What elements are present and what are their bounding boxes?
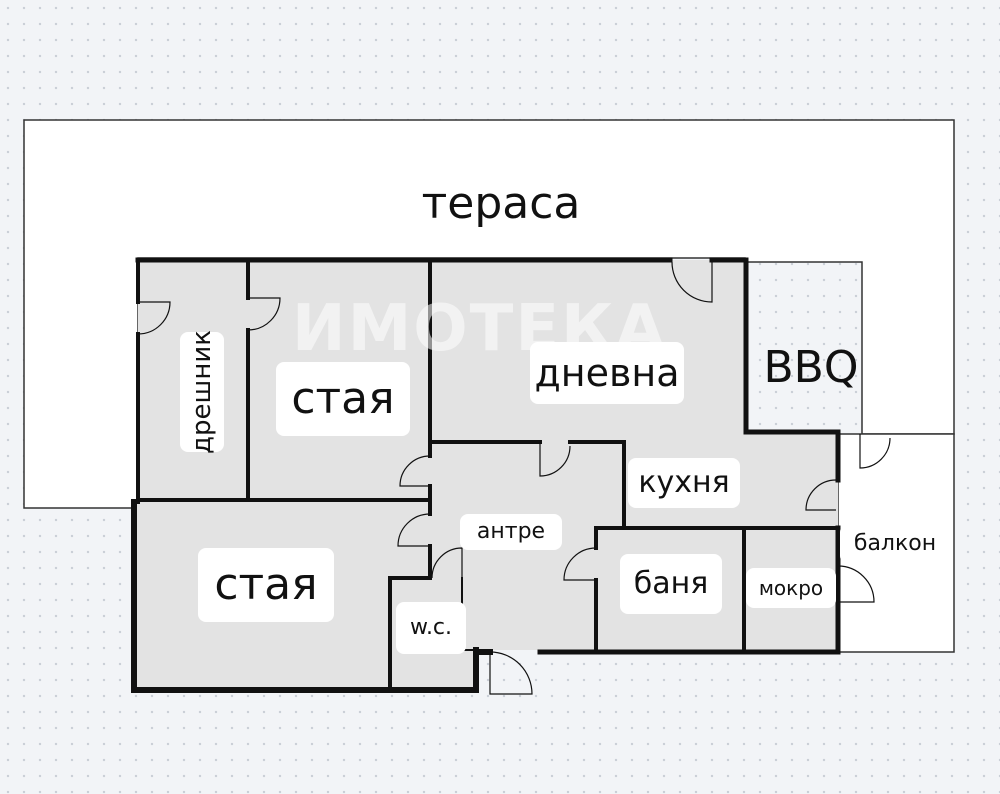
door-swings bbox=[137, 261, 891, 695]
room-label-bbq: BBQ bbox=[763, 342, 859, 393]
room-label-entrance: антре bbox=[460, 514, 562, 550]
room-label-kitchen: кухня bbox=[628, 458, 740, 508]
room-label-terrace: тераса bbox=[376, 160, 626, 248]
room-label-wc: w.c. bbox=[396, 602, 466, 654]
walls bbox=[131, 257, 841, 693]
room-label-living: дневна bbox=[530, 342, 684, 404]
room-label-bathroom: баня bbox=[620, 554, 722, 614]
room-label-closet: дрешник bbox=[180, 330, 224, 454]
room-label-laundry: мокро bbox=[746, 568, 836, 608]
room-label-bedroom-2: стая bbox=[198, 548, 334, 622]
room-label-balcony: балкон bbox=[840, 524, 950, 564]
room-label-bedroom-1: стая bbox=[276, 362, 410, 436]
